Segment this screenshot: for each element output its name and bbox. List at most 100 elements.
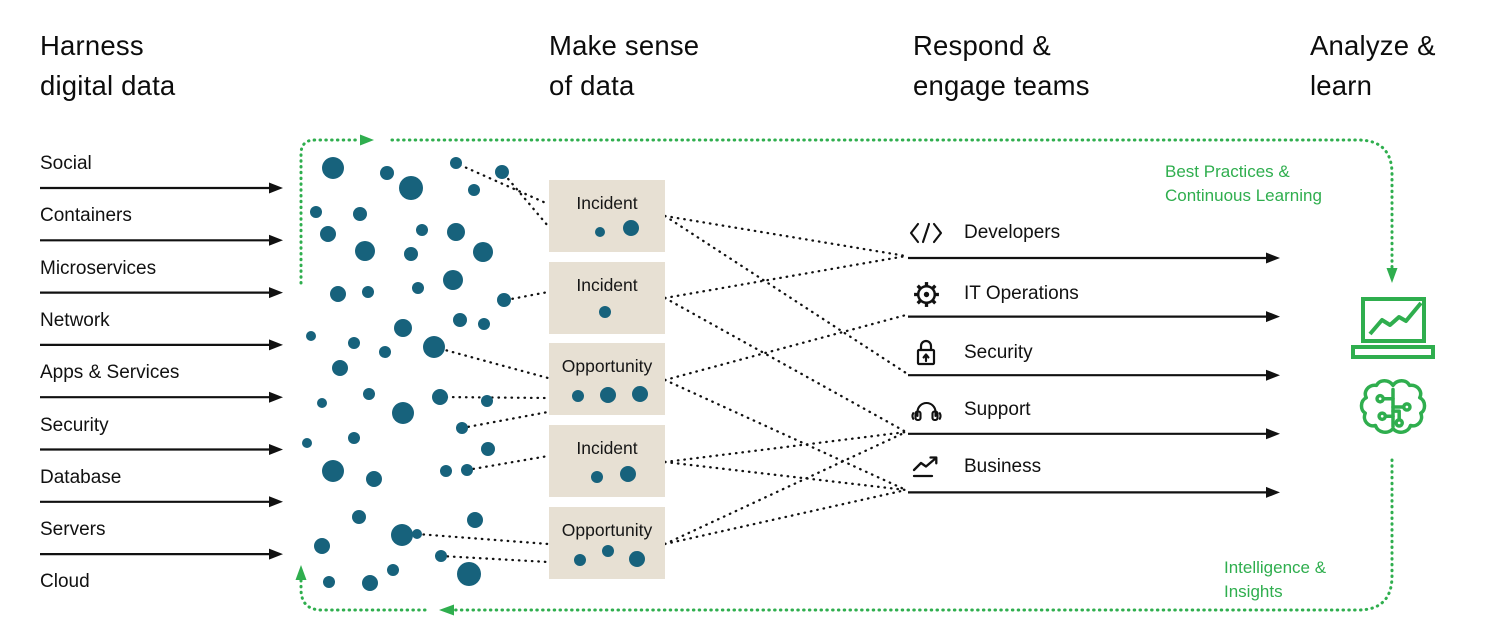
data-point-dot (404, 247, 418, 261)
team-row-business: Business (908, 455, 1041, 479)
cluster-dot (629, 550, 645, 567)
team-row-it-operations: IT Operations (908, 280, 1079, 309)
data-point-dot (394, 319, 412, 337)
cluster-box-opportunity: Opportunity (549, 343, 665, 416)
data-point-dot (306, 331, 316, 341)
cluster-dot (623, 220, 639, 236)
cluster-dot (632, 386, 648, 403)
header-respond-engage-teams: Respond & engage teams (913, 26, 1090, 106)
laptop-analytics-icon (1351, 297, 1435, 359)
header-line: of data (549, 70, 635, 101)
cluster-dot (574, 553, 586, 566)
cluster-to-team-connector (663, 296, 908, 434)
data-point-dot (399, 176, 423, 200)
data-point-dot (456, 422, 468, 434)
source-arrow-head (269, 496, 283, 508)
dot-to-cluster-connector (460, 410, 550, 430)
feedback-arrowhead (295, 565, 307, 580)
dot-to-cluster-connector (438, 395, 550, 400)
note-line: Continuous Learning (1165, 186, 1322, 205)
feedback-arrowhead (1386, 268, 1398, 283)
cluster-box-label: Incident (576, 438, 638, 459)
data-point-dot (310, 206, 322, 218)
data-point-dot (481, 442, 495, 456)
team-label: IT Operations (964, 283, 1079, 305)
cluster-dot (602, 544, 614, 557)
data-point-dot (302, 438, 312, 448)
header-line: learn (1310, 70, 1373, 101)
team-arrow-head (1266, 369, 1280, 381)
data-point-dot (392, 402, 414, 424)
dot-to-cluster-connector (502, 172, 550, 228)
source-arrow-head (269, 444, 283, 455)
data-point-dot (387, 564, 399, 576)
cluster-box-label: Incident (576, 193, 638, 213)
source-arrow-head (269, 182, 283, 194)
cluster-to-team-connector (663, 460, 908, 492)
trend-icon (908, 455, 944, 479)
dot-to-cluster-connector (504, 290, 550, 302)
best-practices-note: Best Practices & Continuous Learning (1165, 160, 1322, 208)
source-label-apps-services: Apps & Services (40, 362, 180, 384)
header-analyze-learn: Analyze & learn (1310, 26, 1436, 106)
dot-to-cluster-connector (432, 345, 550, 380)
source-label-database: Database (40, 466, 122, 488)
data-point-dot (348, 432, 360, 444)
dot-to-cluster-connector (439, 554, 550, 564)
header-line: digital data (40, 70, 176, 101)
cluster-to-team-connector (663, 313, 908, 382)
data-point-dot (495, 165, 509, 179)
feedback-arrowhead (439, 604, 454, 616)
source-arrow-head (269, 234, 283, 246)
cluster-box-incident: Incident (549, 425, 665, 498)
note-line: Best Practices & (1165, 162, 1290, 181)
team-arrow-head (1266, 252, 1280, 264)
feedback-arrowhead (360, 134, 374, 146)
cluster-dot (600, 387, 616, 404)
data-point-dot (497, 293, 511, 307)
data-point-dot (355, 241, 375, 261)
data-point-dot (320, 226, 336, 242)
note-line: Intelligence & (1224, 558, 1327, 577)
cluster-dot (572, 390, 584, 403)
intelligence-insights-note: Intelligence & Insights (1224, 556, 1326, 604)
cluster-to-team-connector (663, 254, 908, 300)
source-label-network: Network (40, 309, 110, 331)
data-point-dot (332, 360, 348, 376)
header-make-sense-of-data: Make sense of data (549, 26, 699, 106)
team-row-support: Support (908, 397, 1031, 423)
cluster-to-team-connector (663, 214, 908, 258)
team-label: Business (964, 456, 1042, 478)
feedback-loop-top (390, 138, 1394, 270)
team-label: Security (964, 341, 1033, 363)
cluster-box-incident: Incident (549, 261, 665, 334)
source-arrow-head (269, 287, 283, 299)
team-label: Developers (964, 222, 1061, 243)
cluster-to-team-connector (663, 430, 908, 464)
feedback-loop-top-left (299, 138, 360, 285)
cluster-dot (591, 471, 603, 484)
source-arrow-head (269, 391, 283, 403)
data-point-dot (468, 184, 480, 196)
data-point-dot (412, 529, 422, 539)
header-line: engage teams (913, 70, 1090, 101)
cluster-box-opportunity: Opportunity (549, 506, 665, 579)
team-label: Support (964, 398, 1031, 420)
data-point-dot (478, 318, 490, 330)
source-label-cloud: Cloud (40, 571, 90, 593)
cluster-box-label: Opportunity (561, 519, 653, 540)
data-point-dot (363, 388, 375, 400)
data-point-dot (447, 223, 465, 241)
team-arrow-head (1266, 311, 1280, 323)
cluster-box-label: Incident (576, 274, 638, 295)
cluster-to-team-connector (663, 378, 908, 492)
data-point-dot (366, 471, 382, 487)
feedback-loop-bottom (452, 458, 1394, 612)
cluster-dot (620, 466, 636, 483)
data-point-dot (450, 157, 462, 169)
data-point-dot (353, 207, 367, 221)
data-point-dot (432, 389, 448, 405)
data-point-dot (362, 575, 378, 591)
headset-icon (908, 397, 944, 423)
